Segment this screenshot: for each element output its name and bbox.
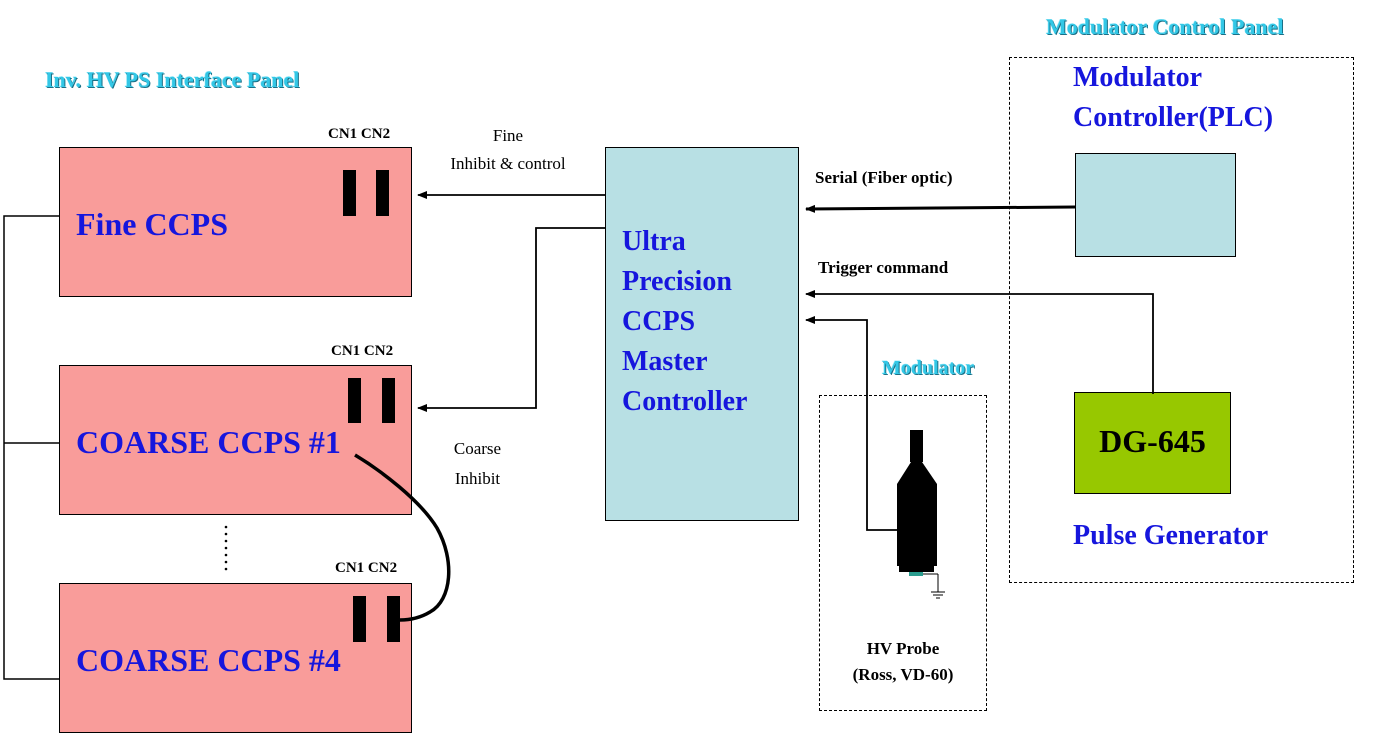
coarse-ccps-1-box: COARSE CCPS #1 [59, 365, 412, 515]
daisy-chain-cable [354, 453, 451, 622]
coarse1-cn2-connector [382, 378, 395, 423]
coarse-ccps-1-label: COARSE CCPS #1 [76, 424, 341, 460]
hv-probe-icon [897, 430, 945, 599]
plc-label-line-1: Modulator [1073, 62, 1203, 93]
fine-signal-line-1: Fine [492, 126, 524, 145]
coarse1-cn1-connector [348, 378, 361, 423]
master-label-line-5: Controller [622, 386, 748, 417]
master-label-line-4: Master [622, 346, 708, 377]
modulator-title: Modulator [882, 357, 975, 379]
serial-fiber-arrow [805, 204, 1076, 213]
master-label-line-2: Precision [622, 266, 732, 297]
fine-ccps-label: Fine CCPS [76, 206, 228, 242]
modulator-control-panel-title: Modulator Control Panel [1046, 14, 1284, 39]
hv-probe-label: HV Probe (Ross, VD-60) [820, 636, 986, 688]
coarse-signal-label: Coarse Inhibit [420, 434, 535, 494]
coarse-signal-line-1: Coarse [453, 439, 502, 458]
serial-signal-label: Serial (Fiber optic) [815, 168, 953, 187]
fine-signal-label: Fine Inhibit & control [418, 122, 598, 178]
modulator-frame [819, 395, 987, 711]
interface-panel-title: Inv. HV PS Interface Panel [45, 67, 300, 92]
trigger-arrow [805, 290, 1154, 394]
hv-probe-arrow [805, 316, 900, 531]
coarse-ccps-4-label: COARSE CCPS #4 [76, 642, 341, 678]
fine-cn2-connector [376, 170, 389, 216]
dg645-box: DG-645 [1074, 392, 1231, 494]
dg645-label: DG-645 [1099, 423, 1206, 459]
ellipsis-dots [224, 525, 228, 571]
master-controller-box: Ultra Precision CCPS Master Controller [605, 147, 799, 521]
master-label-line-3: CCPS [622, 306, 696, 337]
left-bus-line [3, 215, 59, 680]
fine-signal-line-2: Inhibit & control [450, 154, 566, 173]
hv-probe-line-2: (Ross, VD-60) [852, 665, 954, 684]
fine-cn1-connector [343, 170, 356, 216]
coarse4-cn2-connector [387, 596, 400, 642]
pulse-generator-label: Pulse Generator [1073, 520, 1269, 551]
plc-label: Modulator Controller(PLC) [1073, 58, 1273, 138]
trigger-signal-label: Trigger command [818, 258, 949, 277]
plc-box [1075, 153, 1236, 257]
coarse4-cn-label: CN1 CN2 [335, 560, 398, 576]
master-controller-label: Ultra Precision CCPS Master Controller [622, 222, 747, 422]
master-label-line-1: Ultra [622, 226, 686, 257]
fine-cn-label: CN1 CN2 [328, 126, 391, 142]
modulator-control-panel-frame [1009, 57, 1354, 583]
plc-label-line-2: Controller(PLC) [1073, 102, 1274, 133]
coarse-signal-line-2: Inhibit [454, 469, 501, 488]
coarse1-cn-label: CN1 CN2 [331, 343, 394, 359]
coarse4-cn1-connector [353, 596, 366, 642]
hv-probe-line-1: HV Probe [866, 639, 940, 658]
coarse-inhibit-arrow [417, 227, 605, 412]
